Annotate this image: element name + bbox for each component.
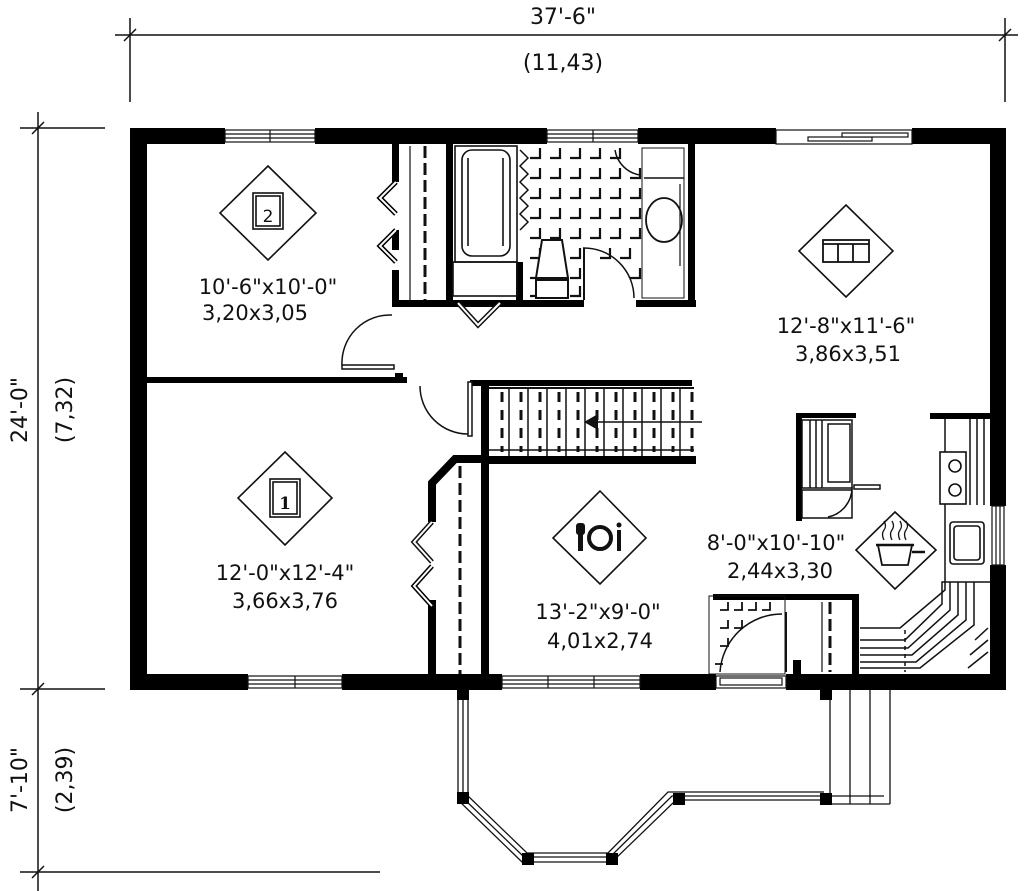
window [991,505,1005,566]
overall-depth-metric: (7,32) [53,377,78,443]
bifold-closet-door-inner [378,181,501,607]
sliding-window [775,129,913,145]
bed-number: 2 [263,207,274,227]
room-size-metric: 4,01x2,74 [547,629,653,653]
room-kitchen: 8'-0"x10'-10" 2,44x3,30 [707,510,938,591]
room-icon-frame [854,510,938,591]
room-size-metric: 2,44x3,30 [727,559,833,583]
porch-post [457,688,832,865]
swing-door [341,149,881,673]
window [224,129,316,143]
toilet [534,239,570,299]
room-living-room: 12'-8"x11'-6" 3,86x3,51 [777,203,916,366]
bed-1-icon [269,478,301,518]
kitchen-counter [860,419,990,672]
overall-depth-imperial: 24'-0" [8,377,33,443]
window [546,129,639,143]
stove [939,451,967,505]
closet-shelf-lines [409,146,823,672]
plate-cutlery-icon [576,522,622,551]
room-bedroom-2: 2 10'-6"x10'-0" 3,20x3,05 [199,164,338,325]
porch-railing [457,690,891,863]
room-size-metric: 3,86x3,51 [795,342,901,366]
room-dining-room: 13'-2"x9'-0" 4,01x2,74 [535,489,661,653]
window [247,675,343,689]
porch-depth-imperial: 7'-10" [8,747,33,813]
room-size-imperial: 13'-2"x9'-0" [535,600,660,624]
room-size-metric: 3,20x3,05 [202,301,308,325]
cooking-pot-icon [876,520,925,566]
room-bedroom-1: 1 12'-0"x12'-4" 3,66x3,76 [216,450,355,613]
staircase [489,387,702,456]
bathtub [452,145,518,297]
kitchen-sink [949,521,985,565]
dimension-depth [20,112,380,891]
room-size-imperial: 8'-0"x10'-10" [707,531,846,555]
closet-small-tile [708,595,786,675]
refrigerator [801,419,853,519]
room-size-imperial: 12'-8"x11'-6" [777,314,916,338]
dimension-width [115,18,1018,102]
sofa-icon [822,239,870,263]
room-size-metric: 3,66x3,76 [232,589,338,613]
entry-door [715,675,787,689]
room-size-imperial: 12'-0"x12'-4" [216,561,355,585]
stair-rail-dashes [500,392,694,452]
window [501,675,641,689]
porch-depth-metric: (2,39) [53,747,78,813]
overall-width-metric: (11,43) [523,51,603,76]
room-icon-frame [218,164,318,262]
closet-angled-wall [428,455,485,522]
closet-rod [423,146,832,674]
exterior-walls [130,128,1006,690]
room-size-imperial: 10'-6"x10'-0" [199,275,338,299]
room-icon-frame [797,203,895,299]
sink [641,147,685,299]
stair-direction-arrow-icon [584,414,598,430]
room-icon-frame [551,489,648,586]
bed-number: 1 [279,494,291,514]
bed-2-icon [252,192,284,230]
room-icon-frame [236,450,334,547]
overall-width-imperial: 37'-6" [530,5,596,30]
